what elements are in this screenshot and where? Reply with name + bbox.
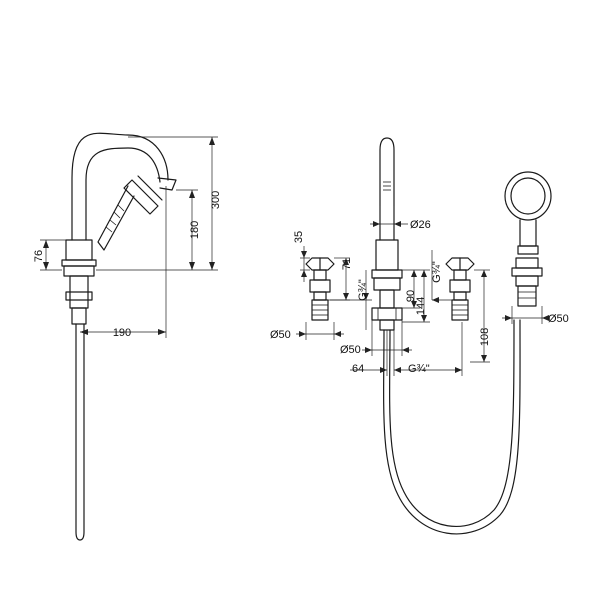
dim-dia50-holder: Ø50 (502, 306, 569, 325)
shower-hose (383, 319, 521, 535)
dim-76: 76 (33, 239, 66, 271)
handshower-holder (511, 257, 543, 307)
front-spout (371, 137, 403, 331)
shower-hose-inner (389, 319, 515, 528)
dim-108-label: 108 (479, 328, 491, 346)
dim-190-label: 190 (113, 327, 131, 339)
dim-dia50-spout-label: Ø50 (340, 344, 361, 356)
dim-144: 144 (402, 269, 430, 323)
handshower-head (504, 171, 552, 255)
dim-300: 300 (96, 136, 222, 271)
dim-g34-left-label: G¾" (357, 279, 369, 301)
side-spout-outer (71, 132, 169, 241)
dim-76-label: 76 (33, 250, 45, 262)
dim-dia26: Ø26 (370, 206, 431, 231)
side-handshower (97, 175, 163, 251)
dim-dia50-holder-label: Ø50 (548, 313, 569, 325)
dim-g34-spout: G¾" (393, 322, 463, 376)
side-base-collar (65, 239, 93, 261)
dim-dia50-left-label: Ø50 (270, 329, 291, 341)
side-spout-nozzle (157, 177, 177, 191)
side-deck-nut (63, 265, 95, 277)
dim-dia50-spout: Ø50 (340, 320, 412, 356)
side-supply-hose (75, 323, 85, 541)
dim-180: 180 (176, 189, 201, 270)
dim-64-label: 64 (352, 363, 364, 375)
dim-35: 35 (293, 231, 310, 282)
dim-g34-left: G¾" (328, 270, 372, 330)
dim-35-label: 35 (293, 231, 305, 243)
side-lock-nut (65, 291, 93, 301)
dim-dia26-label: Ø26 (410, 219, 431, 231)
side-view (61, 132, 177, 541)
dim-90: 90 (402, 269, 420, 309)
dim-71-label: 71 (341, 258, 353, 270)
dim-190: 190 (80, 186, 167, 339)
dim-180-label: 180 (189, 221, 201, 239)
dim-dia50-left: Ø50 (270, 322, 344, 341)
dim-90-label: 90 (405, 290, 417, 302)
dim-g34-spout-label: G¾" (408, 363, 430, 375)
dim-g34-right: G¾" (431, 250, 452, 303)
left-valve (305, 257, 335, 321)
dim-108: 108 (470, 269, 491, 363)
side-spout-inner (85, 147, 161, 241)
right-valve (445, 257, 475, 321)
dim-300-label: 300 (210, 191, 222, 209)
side-shank-lower (71, 307, 87, 325)
side-base-ring (61, 259, 97, 267)
dim-144-label: 144 (415, 297, 427, 315)
dim-64: 64 (350, 330, 388, 376)
dim-g34-right-label: G¾" (431, 261, 443, 283)
